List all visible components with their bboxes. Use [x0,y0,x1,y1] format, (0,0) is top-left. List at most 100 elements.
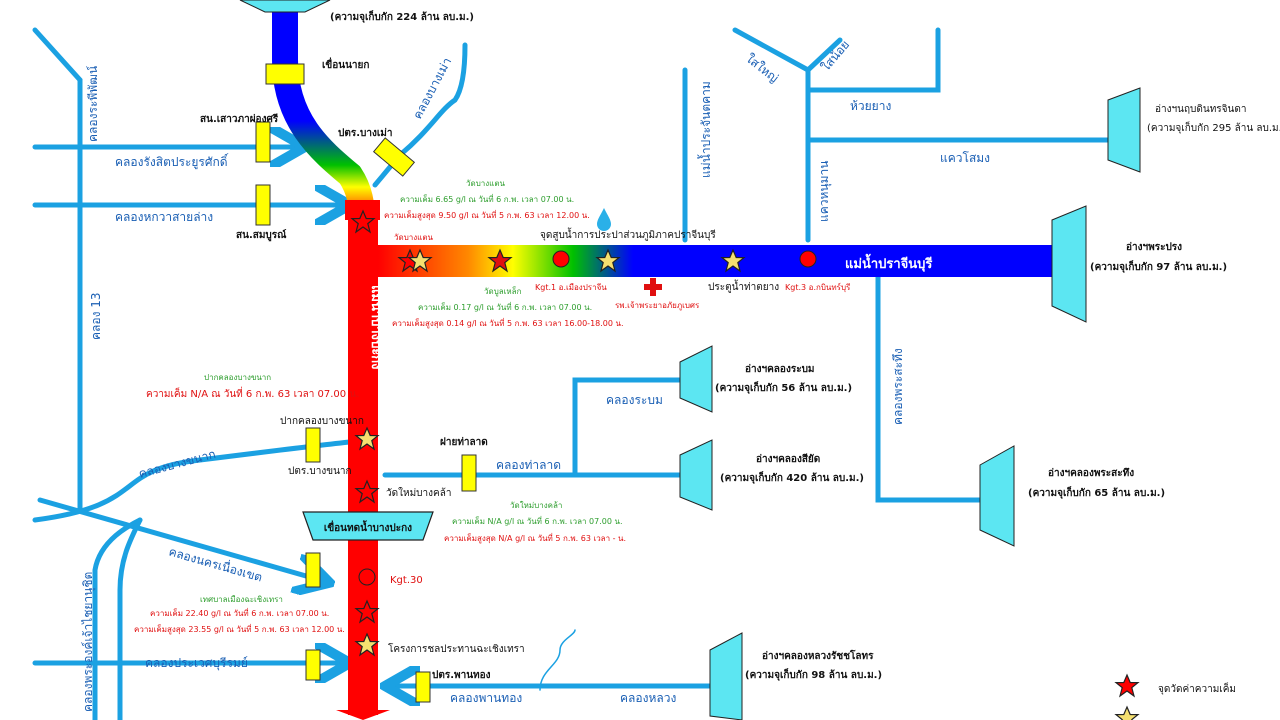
canal-network [32,27,1118,720]
canal-bangmao-line [372,42,468,188]
label-pt-bangmao: ปตร.บางเม่า [338,127,392,139]
st-pakbk-title: ปากคลองบางขนาก [204,373,271,382]
label-sai-yai: ใสใหญ่ [743,51,781,85]
st-watmai-marker: วัดใหม่บางคล้า [386,487,451,499]
label-huai-yang: ห้วยยาง [850,99,891,113]
reservoir-naruebodin [1107,87,1141,173]
gate-somboon [255,184,271,226]
label-luang: คลองหลวง [620,691,676,705]
label-rabom: คลองระบม [606,393,663,407]
gate-nakhon-nueang-khet [305,552,321,588]
label-pt-phanthong: ปตร.พานทอง [432,669,491,681]
label-prachantakham: แม่น้ำประจันตคาม [697,81,713,178]
st-bangtaen-l2: ความเค็มสูงสุด 9.50 g/l ณ วันที่ 5 ก.พ. … [384,209,590,221]
label-prawet: คลองประเวศบุรีรมย์ [145,656,248,671]
st-chachoeng-l2: ความเค็มสูงสุด 23.55 g/l ณ วันที่ 5 ก.พ.… [134,623,345,635]
water-drop-icon [597,208,611,231]
res1-name: อ่างฯนฤบดินทรจินดา [1155,104,1246,115]
res5-cap: (ความจุเก็บกัก 65 ล้าน ลบ.ม.) [1028,485,1165,499]
label-sa-mong: แควโสมง [940,151,990,165]
markers [351,208,1139,720]
res3-name: อ่างฯคลองระบม [745,363,815,375]
label-bangkhanak: คลองบางขนาก [137,447,217,481]
label-sao: สน.เสาวภาผ่องศรี [200,113,279,125]
river-prachinburi-gradient [378,245,678,277]
circle-kgt1 [552,250,570,268]
circle-kgt30 [358,568,376,586]
label-dam-nayok: เขื่อนนายก [322,57,369,71]
label-khlong13: คลอง 13 [89,292,103,340]
st-salek-l1: ความเค็ม 0.17 g/l ณ วันที่ 6 ก.พ. เวลา 0… [418,301,592,312]
canal-khlong13-line [32,27,83,513]
res6-name: อ่างฯคลองหลวงรัชชโลทร [762,649,874,662]
reservoir-si-yat [679,439,713,511]
canal-rabom-line [572,377,683,478]
legend-red-star [1115,674,1139,697]
gate-phan-thong [415,671,431,703]
gate-nakhon-nayok-dam [265,63,305,85]
circle-kgt3 [799,250,817,268]
hospital-cross-icon [644,278,662,296]
st-bangtaen-l1: ความเค็ม 6.65 g/l ณ วันที่ 6 ก.พ. เวลา 0… [400,193,574,204]
label-bang-pakong-river: แม่น้ำบางปะกง [368,285,387,370]
res3-cap: (ความจุเก็บกัก 56 ล้าน ลบ.ม.) [715,380,852,394]
st-kgt1: Kgt.1 อ.เมืองปราจีน [535,283,607,292]
res4-name: อ่างฯคลองสียัด [756,453,820,465]
gate-prawet [305,649,321,681]
reservoir-phra-prong [1051,205,1087,323]
label-pak-bk: ปากคลองบางขนาก [280,416,364,427]
label-somboon: สน.สมบูรณ์ [236,229,287,242]
label-phrasathueng: คลองพระสะทึง [891,348,905,425]
st-kgt3: Kgt.3 อ.กบินทร์บุรี [785,282,851,292]
gate-sao-tha-pho-si [255,121,271,163]
canal-nakhon-line [37,497,320,580]
st-chachoeng-title: เทศบาลเมืองฉะเชิงเทรา [200,595,283,604]
st-salek-title: วัดบูลเหล็ก [484,286,522,297]
reservoir-rabom [679,345,713,413]
st-salek-l2: ความเค็มสูงสุด 0.14 g/l ณ วันที่ 5 ก.พ. … [392,317,624,329]
reservoir-top [239,0,331,13]
st-waterworks: โครงการชลประทานฉะเชิงเทรา [388,642,525,655]
top-capacity-label: (ความจุเก็บกัก 224 ล้าน ลบ.ม.) [330,9,474,23]
res2-name: อ่างฯพระปรง [1126,241,1182,253]
st-bangtaen-marker: วัดบางแตน [394,233,434,242]
label-thalat: คลองท่าลาด [496,458,561,472]
st-kgt30: Kgt.30 [390,575,423,586]
legend-yellow-star [1115,706,1139,720]
st-chachoeng-l1: ความเค็ม 22.40 g/l ณ วันที่ 6 ก.พ. เวลา … [150,607,329,618]
st-watmai-l2: ความเค็มสูงสุด N/A g/l ณ วันที่ 5 ก.พ. 6… [444,532,626,544]
st-water-gate: ประตูน้ำท่าตยาง [708,279,779,293]
label-hanuman: แควหนุมาน [817,161,832,222]
res2-cap: (ความจุเก็บกัก 97 ล้าน ลบ.ม.) [1090,259,1227,273]
label-rapi: คลองระพีพัฒน์ [86,66,100,142]
st-pakbk-l1: ความเค็ม N/A ณ วันที่ 6 ก.พ. 63 เวลา 07.… [146,386,359,400]
st-bangtaen-title: วัดบางแตน [466,179,506,188]
res6-cap: (ความจุเก็บกัก 98 ล้าน ลบ.ม.) [745,667,882,681]
canal-phraong-line [92,517,143,720]
river-bang-pakong [348,215,378,715]
label-bangmao: คลองบางเม่า [410,55,454,121]
res4-cap: (ความจุเก็บกัก 420 ล้าน ลบ.ม.) [720,470,864,484]
res1-cap: (ความจุเก็บกัก 295 ล้าน ลบ.ม.) [1147,120,1280,134]
st-watmai-title: วัดใหม่บางคล้า [510,501,562,510]
gate-bang-khanak [305,427,321,463]
reservoir-luang [709,632,743,720]
label-rangsit: คลองรังสิตประยูรศักดิ์ [115,153,229,170]
st-pumping: จุดสูบน้ำการประปาส่วนภูมิภาคปราจีนบุรี [540,227,716,241]
bang-pakong-dam-shape [302,511,434,541]
bang-pakong-dam-label: เขื่อนทดน้ำบางปะกง [324,520,412,534]
gate-tha-lat [461,454,477,492]
legend-red-star-label: จุดวัดค่าความเค็ม [1158,681,1236,695]
st-watmai-l1: ความเค็ม N/A g/l ณ วันที่ 6 ก.พ. เวลา 07… [452,515,623,526]
gate-bang-mao [372,137,416,177]
label-weir-thalat: ฝายท่าลาด [440,436,488,448]
st-hospital: รพ.เจ้าพระยาอภัยภูเบศร [615,301,700,311]
river-nakhon-nayok [272,0,375,221]
label-hokwa: คลองหกวาสายล่าง [115,210,213,224]
label-phanthong: คลองพานทอง [450,691,522,705]
res5-name: อ่างฯคลองพระสะทึง [1048,467,1134,479]
label-pt-bk: ปตร.บางขนาก [288,466,352,477]
label-prachinburi-river: แม่น้ำปราจีนบุรี [845,253,932,272]
label-phraong: คลองพระองค์เจ้าไชยานุชิต [81,572,96,712]
